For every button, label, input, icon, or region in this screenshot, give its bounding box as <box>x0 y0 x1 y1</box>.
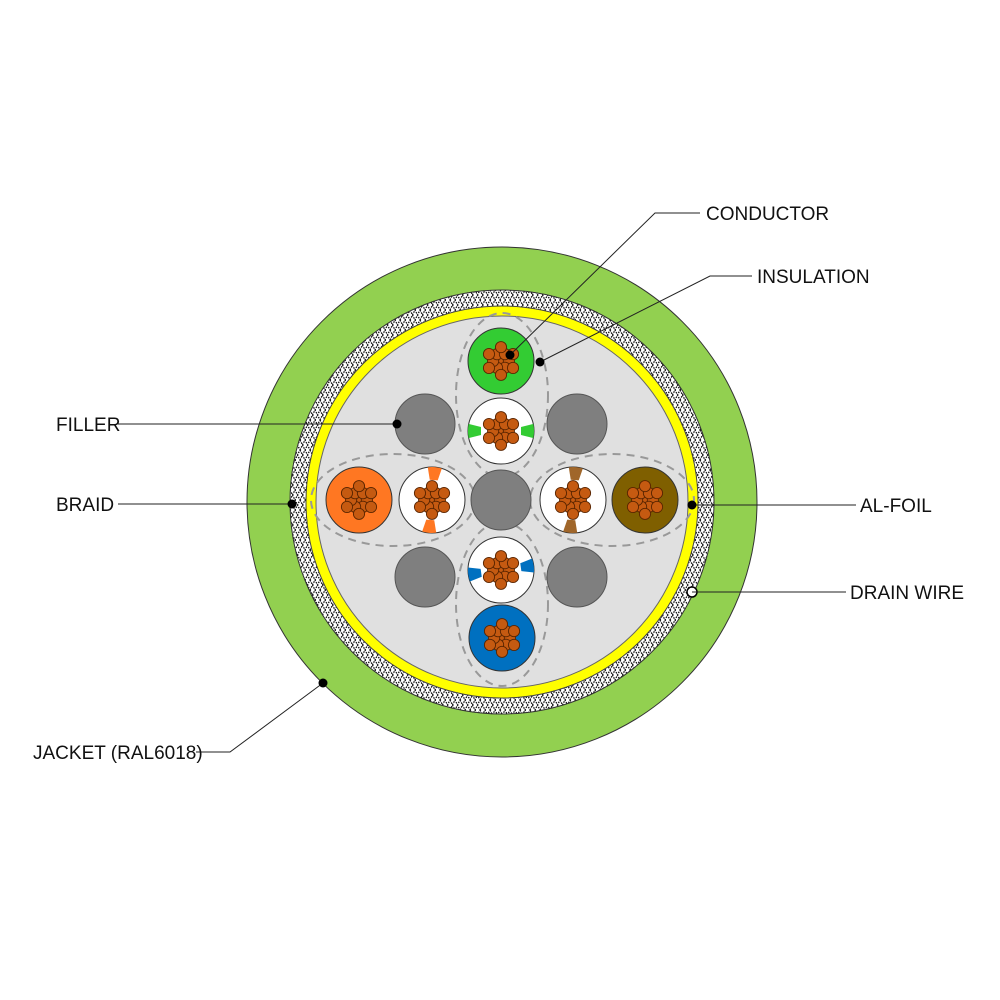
wire-brown-white-strand-11 <box>566 480 580 493</box>
dot-jacket <box>318 678 328 688</box>
leader-lines <box>118 212 856 753</box>
wire-brown-white-strand-7 <box>578 500 592 513</box>
wire-blue-white-strand-11 <box>494 550 508 563</box>
wire-green-strand-10 <box>482 348 496 361</box>
filler-top-right <box>546 393 608 455</box>
wire-blue-strand-10 <box>483 625 497 638</box>
wire-green-white-strand-11 <box>494 411 508 424</box>
wire-blue-white-strand-8 <box>494 577 508 590</box>
leader-conductor <box>509 212 700 356</box>
filler-top-left <box>394 393 456 455</box>
wire-green-white-stripe <box>468 422 534 440</box>
wire-orange-strand-11 <box>352 480 366 493</box>
wire-green-white-strand-12 <box>506 418 520 431</box>
wire-orange-white-strand-11 <box>425 480 439 493</box>
filler-bottom-left <box>394 546 456 608</box>
wire-brown-strand-9 <box>626 500 640 513</box>
label-braid: BRAID <box>56 495 114 516</box>
leader-jacket <box>196 682 324 753</box>
label-filler: FILLER <box>56 415 120 436</box>
wire-blue-white-strand-12 <box>506 557 520 570</box>
pointer-dots <box>287 350 697 688</box>
wire-green-strand-11 <box>494 341 508 354</box>
dot-conductor <box>505 350 515 360</box>
label-insulation: INSULATION <box>757 267 870 288</box>
wire-blue-conductor <box>483 618 521 658</box>
separator-brown-pair <box>529 453 695 547</box>
wire-brown-strand-10 <box>626 487 640 500</box>
wire-orange-white-strand-12 <box>437 487 451 500</box>
wire-orange-white-strand-9 <box>413 500 427 513</box>
wire-green-white-strand-9 <box>482 431 496 444</box>
wire-green-white-conductor <box>482 411 520 451</box>
wire-green-white-strand-7 <box>506 431 520 444</box>
filler-bottom-right <box>546 546 608 608</box>
dot-filler <box>392 419 402 429</box>
wire-orange-white-strand-7 <box>437 500 451 513</box>
label-al-foil: AL-FOIL <box>860 496 932 517</box>
dot-insulation <box>535 357 545 367</box>
wire-orange-white-strand-8 <box>425 507 439 520</box>
wire-orange-white-conductor <box>413 480 451 520</box>
wire-green-white-stripe-right <box>521 422 534 440</box>
wire-orange-strand-8 <box>352 507 366 520</box>
wire-blue-strand-9 <box>483 638 497 651</box>
fillers <box>394 393 608 608</box>
wire-blue-strand-12 <box>507 625 521 638</box>
wire-orange-conductor <box>340 480 378 520</box>
wire-orange-strand-9 <box>340 500 354 513</box>
wire-green-white-stripe-left <box>468 422 481 440</box>
wire-green-white-strand-10 <box>482 418 496 431</box>
label-conductor: CONDUCTOR <box>706 204 829 225</box>
dot-braid <box>287 499 297 509</box>
wire-brown-white-strand-10 <box>554 487 568 500</box>
wire-blue-white-conductor <box>482 550 520 590</box>
wire-orange-white-strand-10 <box>413 487 427 500</box>
wire-blue-white-strand-7 <box>506 570 520 583</box>
separator-blue-pair <box>455 521 549 687</box>
wire-green-strand-9 <box>482 361 496 374</box>
wire-brown-strand-8 <box>638 507 652 520</box>
wire-orange-strand-7 <box>364 500 378 513</box>
filler-center <box>470 469 532 531</box>
wire-blue-white-strand-9 <box>482 570 496 583</box>
leader-insulation <box>539 275 752 363</box>
wire-green-white-strand-8 <box>494 438 508 451</box>
wire-green-strand-7 <box>506 361 520 374</box>
wire-brown-white-conductor <box>554 480 592 520</box>
wire-orange-strand-10 <box>340 487 354 500</box>
wire-brown-strand-11 <box>638 480 652 493</box>
labels: CONDUCTOR INSULATION FILLER BRAID AL-FOI… <box>33 204 964 764</box>
wire-brown-white-strand-8 <box>566 507 580 520</box>
wire-blue-strand-8 <box>495 645 509 658</box>
wire-blue-strand-7 <box>507 638 521 651</box>
wire-blue-white-strand-10 <box>482 557 496 570</box>
wire-brown-strand-7 <box>650 500 664 513</box>
label-drain-wire: DRAIN WIRE <box>850 583 964 604</box>
wire-brown-strand-12 <box>650 487 664 500</box>
wire-orange-strand-12 <box>364 487 378 500</box>
wire-green-strand-8 <box>494 368 508 381</box>
wire-green-conductor <box>482 341 520 381</box>
label-jacket: JACKET (RAL6018) <box>33 743 203 764</box>
wire-blue-strand-11 <box>495 618 509 631</box>
wire-brown-conductor <box>626 480 664 520</box>
wire-brown-white-strand-9 <box>554 500 568 513</box>
wire-brown-white-strand-12 <box>578 487 592 500</box>
dot-al-foil <box>687 500 697 510</box>
